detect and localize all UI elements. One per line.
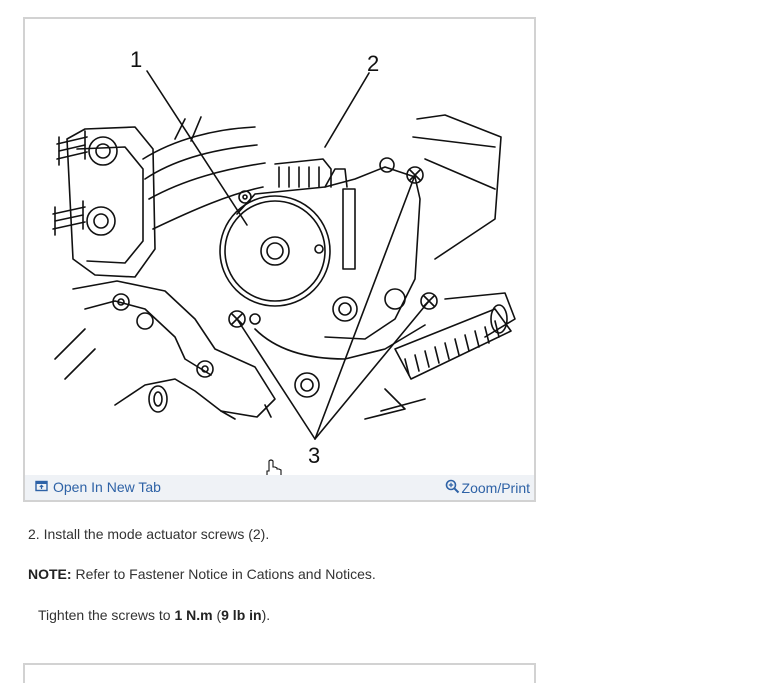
callout-3: 3 bbox=[308, 443, 320, 468]
torque-prefix: Tighten the screws to bbox=[38, 607, 175, 623]
zoom-print-link[interactable]: Zoom/Print bbox=[445, 479, 530, 497]
hand-cursor-icon bbox=[266, 459, 282, 477]
zoom-magnifier-icon bbox=[445, 479, 460, 497]
torque-suffix: ). bbox=[261, 607, 271, 623]
next-figure-card bbox=[23, 663, 536, 683]
torque-mid: ( bbox=[212, 607, 222, 623]
figure-toolbar: Open In New Tab Zoom/Print bbox=[25, 475, 534, 500]
open-in-new-tab-link[interactable]: Open In New Tab bbox=[35, 479, 161, 495]
open-in-new-tab-icon bbox=[35, 479, 48, 495]
step-instruction: 2. Install the mode actuator screws (2). bbox=[28, 526, 270, 542]
mode-actuator-diagram: 1 2 3 bbox=[52, 47, 516, 477]
callout-2: 2 bbox=[367, 51, 379, 76]
fastener-note: NOTE: Refer to Fastener Notice in Cation… bbox=[28, 566, 376, 582]
callout-1: 1 bbox=[130, 47, 142, 72]
torque-spec: Tighten the screws to 1 N.m (9 lb in). bbox=[38, 607, 270, 623]
note-text: Refer to Fastener Notice in Cations and … bbox=[71, 566, 376, 582]
zoom-print-label: Zoom/Print bbox=[461, 480, 530, 496]
note-label: NOTE: bbox=[28, 566, 72, 582]
torque-metric: 1 N.m bbox=[174, 607, 213, 623]
figure-card: 1 2 3 Open In New Tab bbox=[23, 17, 536, 502]
torque-imperial: 9 lb in bbox=[221, 607, 262, 623]
open-in-new-tab-label: Open In New Tab bbox=[53, 479, 161, 495]
